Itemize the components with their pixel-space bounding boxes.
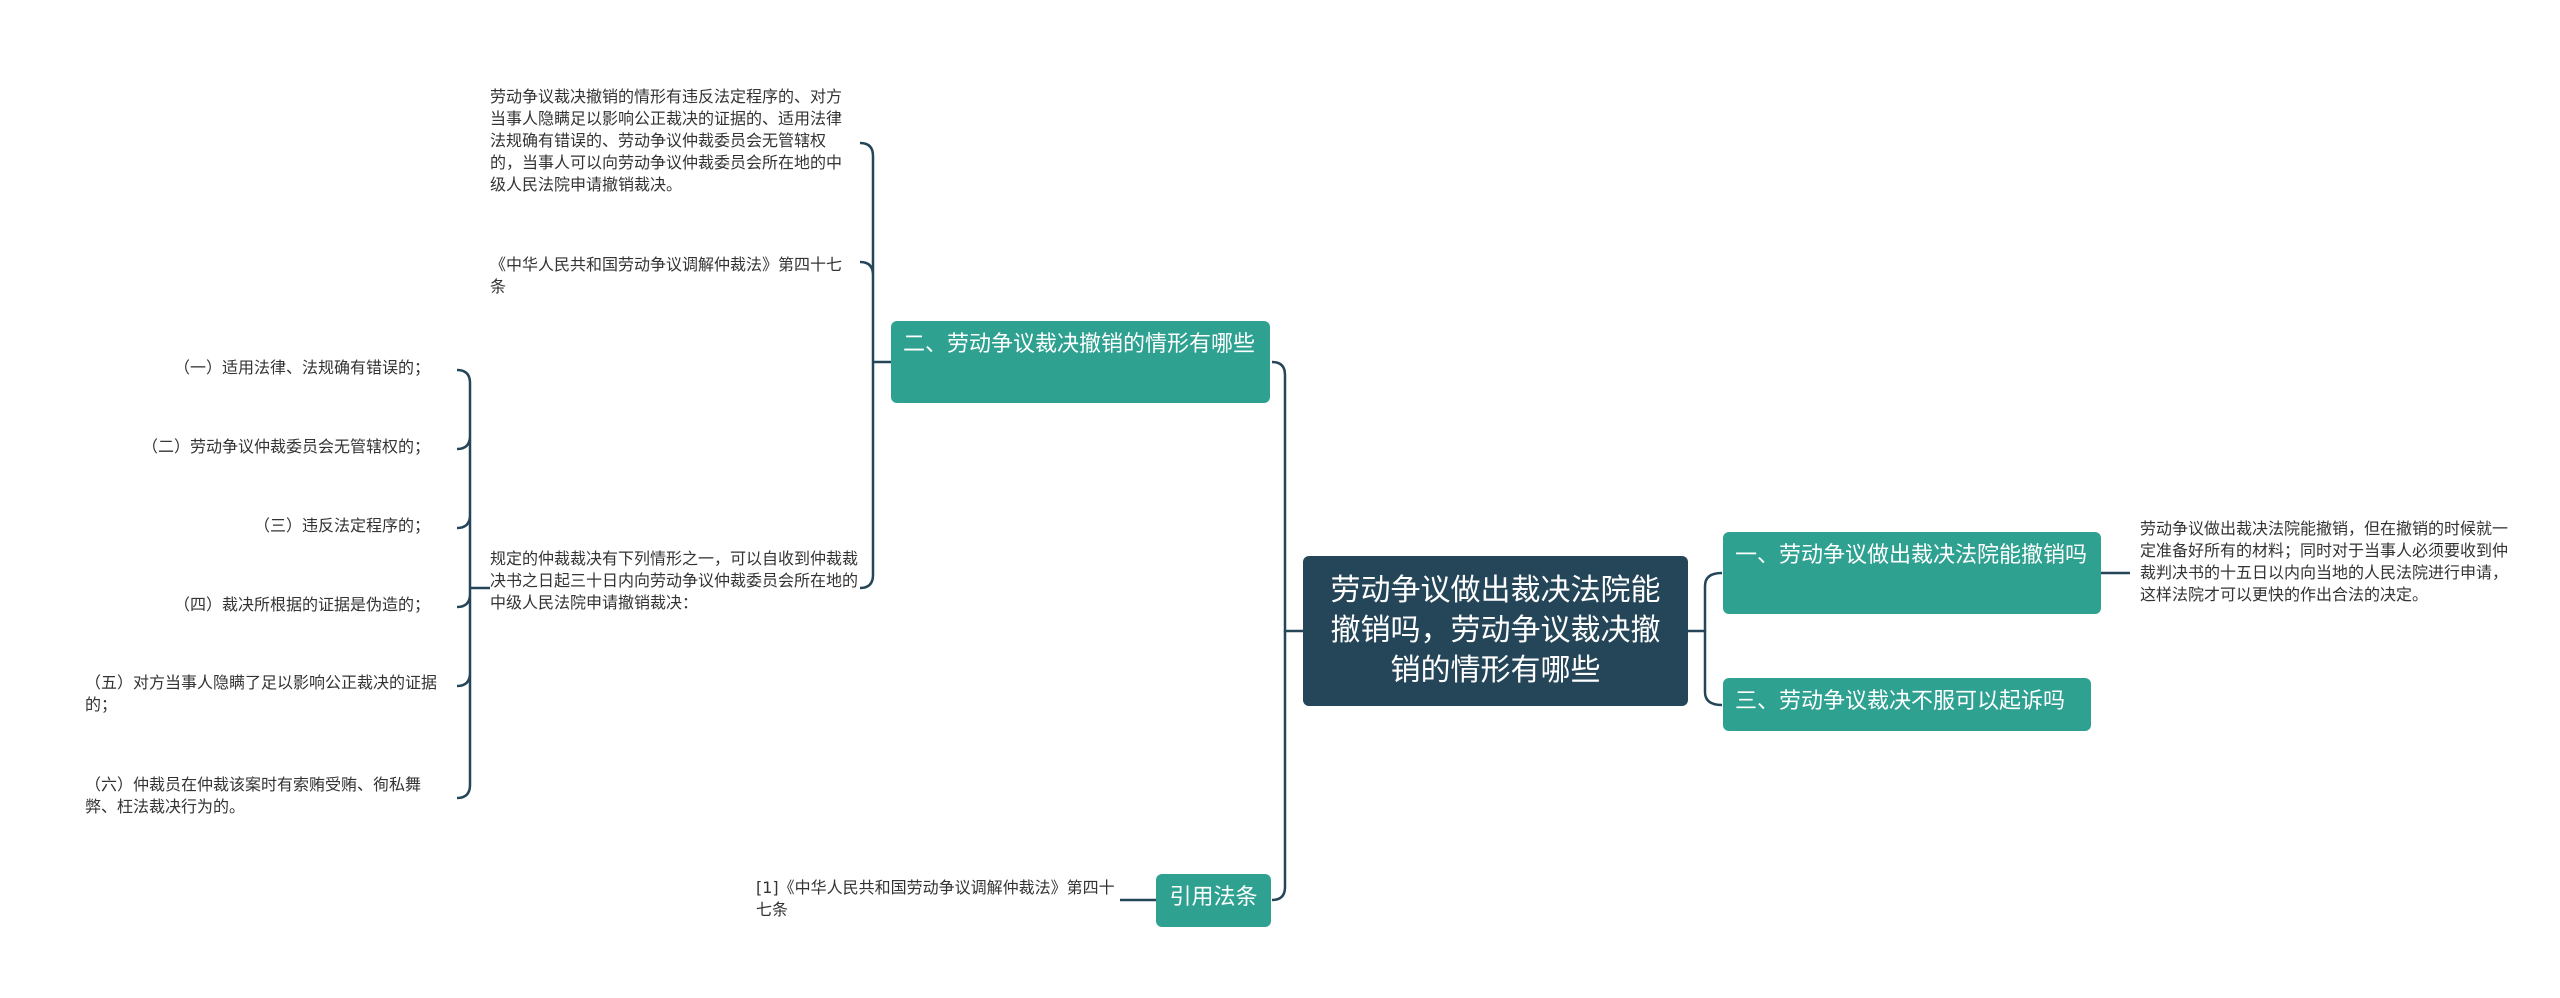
branch-label: 一、劳动争议做出裁决法院能撤销吗 bbox=[1735, 543, 2088, 568]
sub-item[interactable]: （二）劳动争议仲裁委员会无管辖权的； bbox=[141, 437, 430, 456]
link-root-ref bbox=[1271, 631, 1287, 902]
branch-court-revoke[interactable]: 一、劳动争议做出裁决法院能撤销吗 bbox=[1723, 532, 2101, 614]
leaf-law-article[interactable]: 《中华人民共和国劳动争议调解仲裁法》第四十七条 bbox=[490, 255, 843, 296]
leaf-cited-law[interactable]: [1]《中华人民共和国劳动争议调解仲裁法》第四十七条 bbox=[756, 878, 1115, 919]
branch-revocation-cases[interactable]: 二、劳动争议裁决撤销的情形有哪些 bbox=[891, 321, 1270, 403]
root-topic-label: 劳动争议做出裁决法院能撤销吗，劳动争议裁决撤销的情形有哪些 bbox=[1330, 573, 1661, 688]
link-list-subitems bbox=[456, 368, 490, 800]
branch-label: 引用法条 bbox=[1169, 885, 1258, 910]
sub-item[interactable]: （四）裁决所根据的证据是伪造的； bbox=[173, 595, 430, 614]
leaf-revocation-conditions[interactable]: 规定的仲裁裁决有下列情形之一，可以自收到仲裁裁决书之日起三十日内向劳动争议仲裁委… bbox=[490, 549, 859, 612]
link-root-b2 bbox=[1271, 360, 1303, 633]
link-root-b1 bbox=[1688, 571, 1723, 633]
branch-label: 三、劳动争议裁决不服可以起诉吗 bbox=[1735, 689, 2066, 714]
branch-cited-law[interactable]: 引用法条 bbox=[1156, 874, 1271, 927]
sub-item[interactable]: （六）仲裁员在仲裁该案时有索贿受贿、徇私舞弊、枉法裁决行为的。 bbox=[85, 775, 422, 816]
sub-item[interactable]: （一）适用法律、法规确有错误的； bbox=[173, 358, 430, 377]
link-root-b3 bbox=[1703, 631, 1723, 707]
leaf-court-revoke-answer[interactable]: 劳动争议做出裁决法院能撤销，但在撤销的时候就一定准备好所有的材料；同时对于当事人… bbox=[2140, 519, 2509, 604]
root-topic[interactable]: 劳动争议做出裁决法院能撤销吗，劳动争议裁决撤销的情形有哪些 bbox=[1303, 556, 1688, 706]
link-b2-leaves bbox=[859, 141, 891, 590]
leaf-revocation-description[interactable]: 劳动争议裁决撤销的情形有违反法定程序的、对方当事人隐瞒足以影响公正裁决的证据的、… bbox=[490, 87, 843, 194]
sub-item[interactable]: （五）对方当事人隐瞒了足以影响公正裁决的证据的； bbox=[85, 673, 438, 714]
branch-label: 二、劳动争议裁决撤销的情形有哪些 bbox=[903, 332, 1256, 357]
sub-item[interactable]: （三）违反法定程序的； bbox=[253, 516, 430, 535]
branch-appeal[interactable]: 三、劳动争议裁决不服可以起诉吗 bbox=[1723, 678, 2091, 731]
